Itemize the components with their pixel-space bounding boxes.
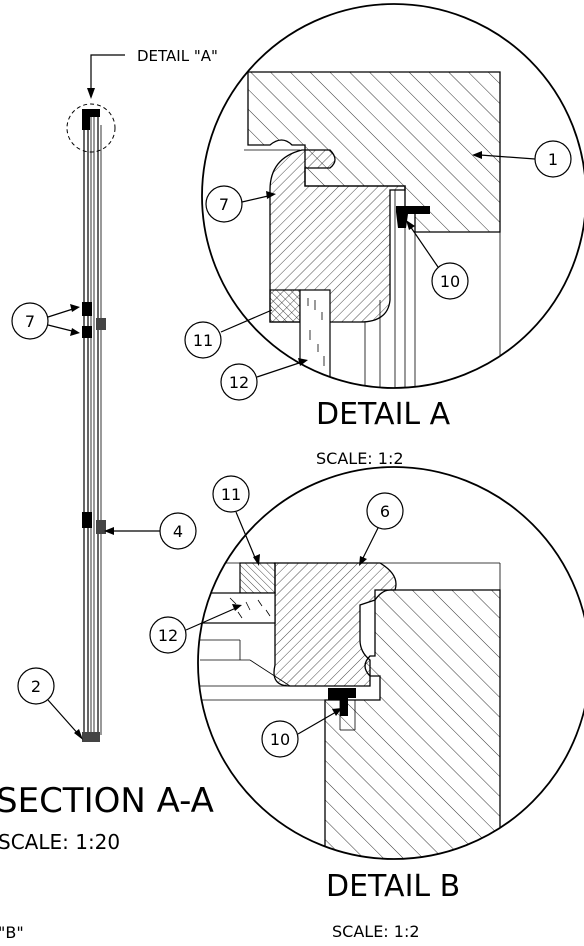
detail-b-scale: SCALE: 1:2 <box>332 922 420 941</box>
balloon-b6: 6 <box>359 492 404 566</box>
balloon-a1: 1 <box>472 140 572 178</box>
detail-a-title: DETAIL A <box>316 397 451 432</box>
detail-b-callout: "B" <box>0 923 24 942</box>
svg-text:6: 6 <box>380 502 390 521</box>
detail-a-marker <box>66 103 116 153</box>
section-title: SECTION A-A <box>0 781 214 821</box>
svg-text:7: 7 <box>25 312 35 331</box>
svg-text:12: 12 <box>158 626 178 645</box>
balloon-a11: 11 <box>184 309 273 359</box>
svg-text:11: 11 <box>221 485 241 504</box>
balloon-b12: 12 <box>149 604 242 654</box>
balloon-b11: 11 <box>212 475 260 566</box>
svg-text:10: 10 <box>440 272 460 291</box>
balloon-s4: 4 <box>104 512 197 550</box>
svg-text:11: 11 <box>193 331 213 350</box>
svg-text:7: 7 <box>219 195 229 214</box>
svg-text:4: 4 <box>173 522 183 541</box>
detail-b-view <box>197 466 584 860</box>
section-scale: SCALE: 1:20 <box>0 830 120 854</box>
balloon-a12: 12 <box>220 358 308 401</box>
balloon-a10: 10 <box>406 220 469 300</box>
detail-a-callout: DETAIL "A" <box>137 47 218 65</box>
svg-text:12: 12 <box>229 373 249 392</box>
balloon-a7: 7 <box>205 185 276 223</box>
balloon-s2: 2 <box>17 667 83 740</box>
svg-text:10: 10 <box>270 730 290 749</box>
svg-text:2: 2 <box>31 677 41 696</box>
balloon-b10: 10 <box>261 708 342 758</box>
detail-a-scale: SCALE: 1:2 <box>316 449 404 468</box>
svg-text:1: 1 <box>548 150 558 169</box>
section-a-a-view <box>66 54 125 742</box>
balloon-s7: 7 <box>11 302 80 340</box>
detail-a-view <box>201 3 584 389</box>
detail-b-title: DETAIL B <box>326 869 460 904</box>
